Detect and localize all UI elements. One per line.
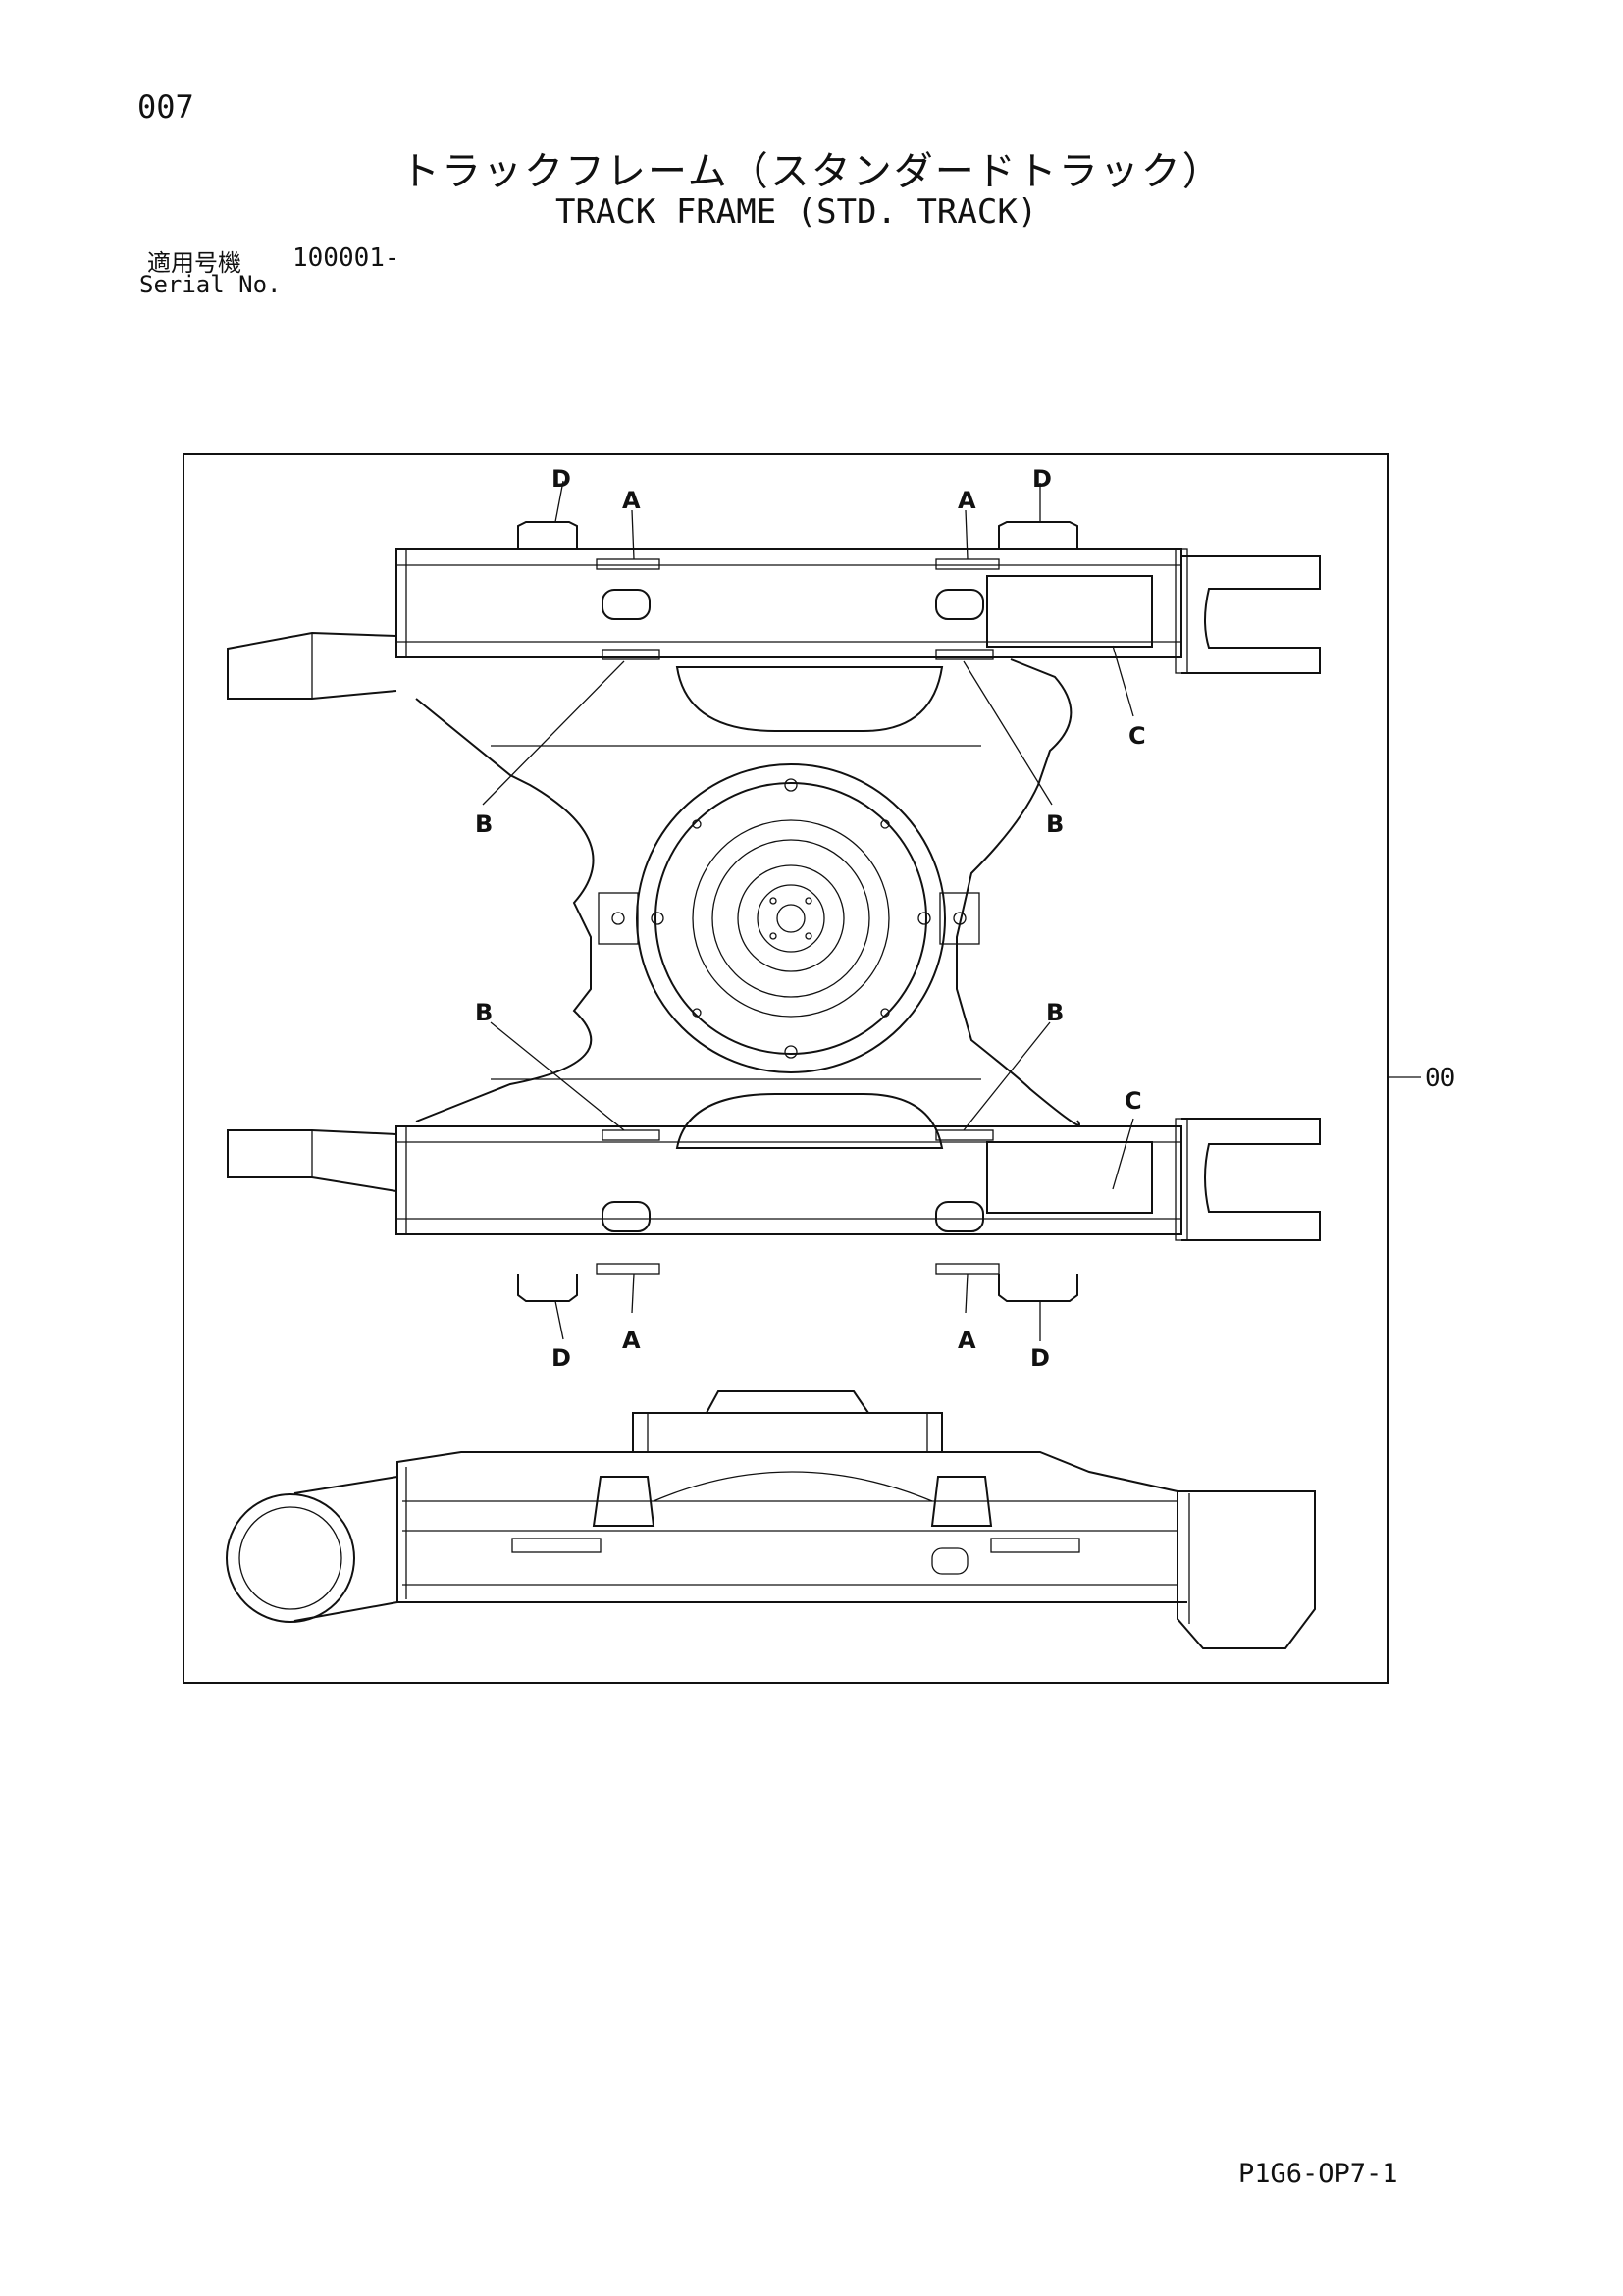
- page-code: P1G6-OP7-1: [1238, 2159, 1398, 2189]
- center-body: [415, 658, 1080, 1149]
- callout-a-label: A: [622, 1327, 641, 1354]
- callout-d-label: D: [1030, 1344, 1050, 1372]
- callout-b-label: B: [475, 999, 493, 1026]
- page-title-english: TRACK FRAME (STD. TRACK): [555, 192, 1038, 232]
- callout-b-label: B: [1046, 810, 1064, 838]
- callout-a-label: A: [958, 487, 976, 514]
- serial-label-japanese: 適用号機: [147, 249, 241, 277]
- callout-d-label: D: [1032, 465, 1052, 493]
- callout-c-label: C: [1125, 1087, 1142, 1115]
- callout-b-label: B: [1046, 999, 1064, 1026]
- track-frame-side-view: [226, 1390, 1316, 1649]
- callout-b-label: B: [475, 810, 493, 838]
- page-title-japanese: トラックフレーム（スタンダードトラック）: [400, 149, 1224, 194]
- callout-a-label: A: [958, 1327, 976, 1354]
- callout-a-label: A: [622, 487, 641, 514]
- callout-d-label: D: [551, 1344, 571, 1372]
- callout-leaders: [482, 480, 1421, 1341]
- serial-number-value: 100001-: [292, 243, 400, 273]
- page-number: 007: [137, 88, 194, 126]
- swing-circle: [636, 763, 946, 1073]
- lower-side-frame: [227, 1118, 1321, 1302]
- item-number-label: 00: [1425, 1064, 1455, 1093]
- upper-side-frame: [227, 521, 1321, 700]
- callout-c-label: C: [1128, 722, 1146, 750]
- diagram-border: [183, 453, 1389, 1684]
- serial-label-english: Serial No.: [139, 271, 282, 298]
- track-frame-top-view: [227, 521, 1321, 1302]
- callout-d-label: D: [551, 465, 571, 493]
